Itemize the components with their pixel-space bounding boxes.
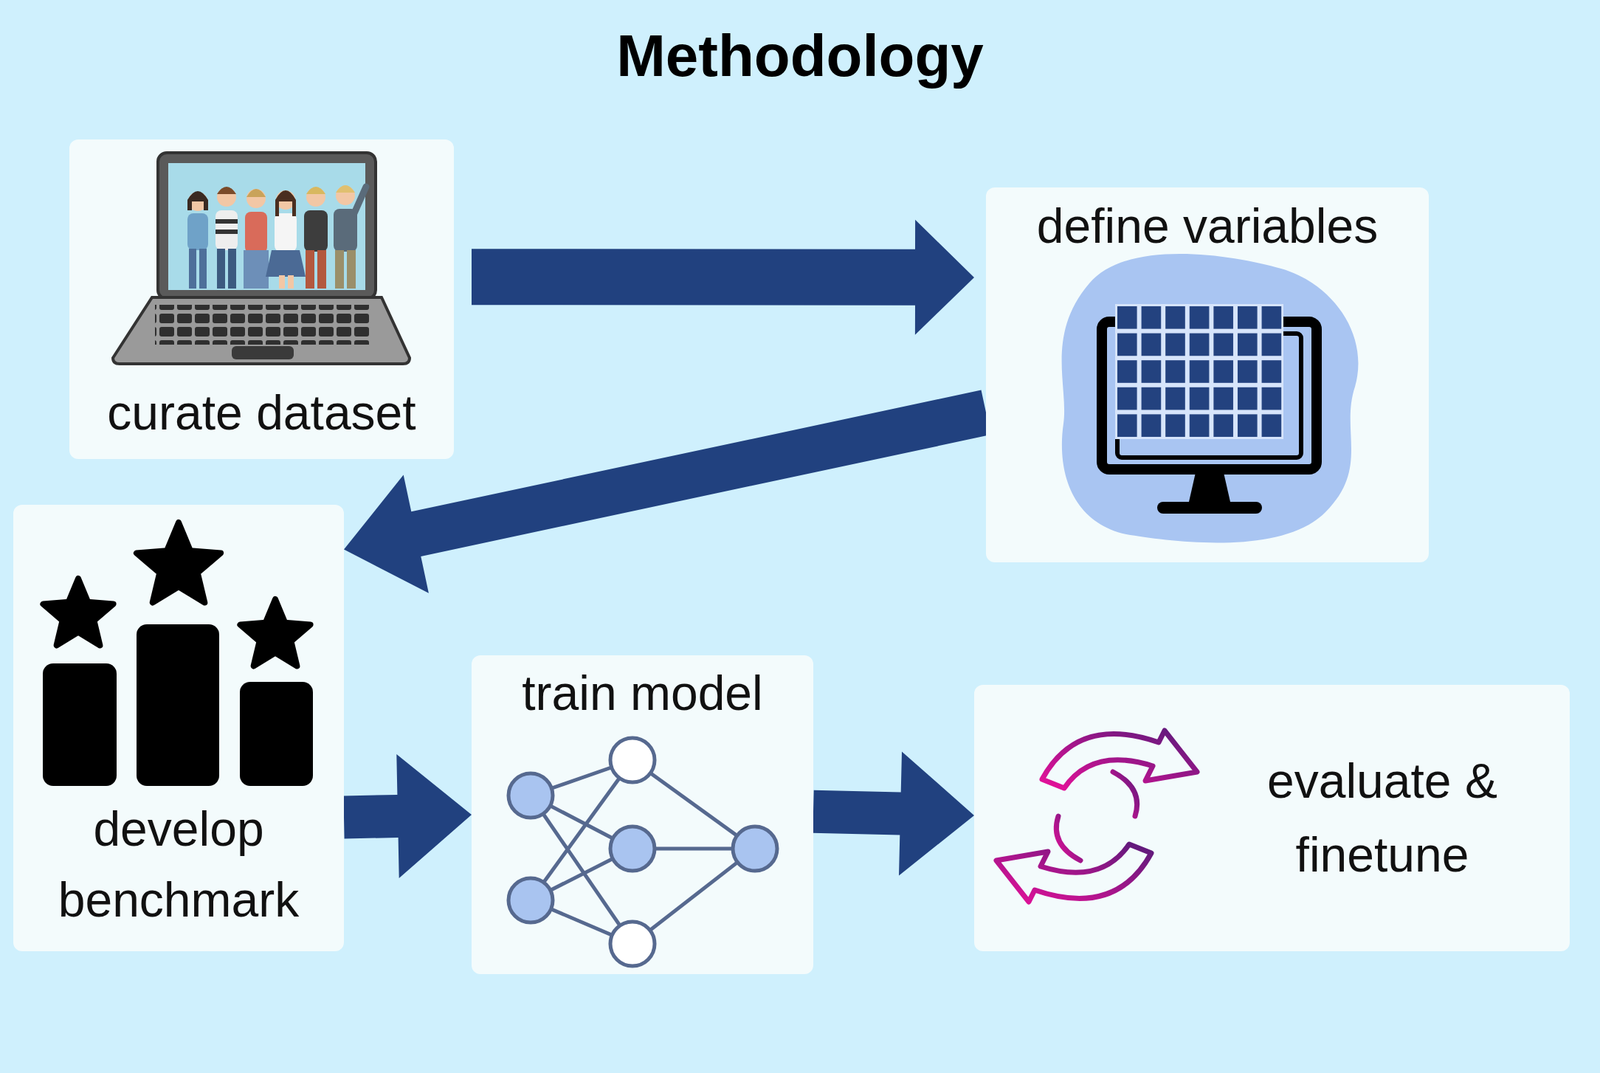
laptop-illustration-part xyxy=(112,297,410,364)
node-label: evaluate & finetune xyxy=(1219,743,1545,893)
podium-stars-illustration-part xyxy=(42,663,117,786)
podium-stars-illustration-part xyxy=(42,522,310,667)
node-label: curate dataset xyxy=(69,385,454,442)
laptop-illustration-part xyxy=(245,211,268,254)
laptop-illustration-part xyxy=(335,250,344,289)
neural-network-illustration-part xyxy=(610,826,655,871)
laptop-illustration-part xyxy=(346,250,356,289)
laptop-illustration-part xyxy=(305,250,315,289)
refresh-cycle-icon-part xyxy=(1056,816,1081,861)
spreadsheet-monitor-illustration-part xyxy=(1188,469,1231,502)
process-box: evaluate & finetune xyxy=(974,684,1570,952)
laptop-illustration-part xyxy=(246,188,266,209)
laptop-illustration-part xyxy=(317,250,327,289)
neural-network-illustration-part xyxy=(610,921,655,967)
laptop-illustration-part xyxy=(215,229,238,234)
laptop-illustration-part xyxy=(188,191,208,212)
spreadsheet-monitor-illustration-part xyxy=(1157,501,1262,514)
process-box: define variables xyxy=(985,187,1429,563)
laptop-illustration-part xyxy=(354,186,367,214)
podium-stars-illustration-part xyxy=(136,624,220,786)
laptop-illustration-part xyxy=(154,304,370,345)
neural-network-illustration-part xyxy=(508,878,553,923)
process-box: curate dataset xyxy=(69,139,454,460)
laptop-illustration-part xyxy=(199,248,207,289)
process-box: develop benchmark xyxy=(13,504,344,952)
laptop-illustration-part xyxy=(187,185,367,289)
laptop-illustration-part xyxy=(228,248,237,289)
neural-network-illustration-part xyxy=(732,826,778,871)
laptop-illustration-part xyxy=(187,213,209,251)
laptop-illustration-part xyxy=(216,186,237,195)
laptop-illustration-part xyxy=(335,185,355,206)
laptop-illustration-part xyxy=(187,191,209,211)
refresh-cycle-icon-part xyxy=(1112,771,1138,817)
laptop-illustration-part xyxy=(157,152,376,299)
refresh-cycle-icon xyxy=(974,684,1570,952)
flow-arrow xyxy=(471,219,975,336)
neural-network-illustration-part xyxy=(610,738,655,783)
neural-network-illustration-part xyxy=(508,738,778,967)
laptop-illustration-part xyxy=(265,250,306,277)
flow-arrow xyxy=(343,754,472,879)
node-label: develop benchmark xyxy=(23,794,334,936)
podium-stars-illustration-part xyxy=(42,578,113,646)
neural-network-illustration-part xyxy=(530,795,633,944)
diagram-title: Methodology xyxy=(0,20,1600,92)
spreadsheet-monitor-illustration-part xyxy=(1115,304,1284,440)
node-label: train model xyxy=(471,665,814,722)
laptop-illustration-part xyxy=(274,213,297,252)
refresh-cycle-icon-part xyxy=(996,730,1198,902)
neural-network-illustration-part xyxy=(508,773,553,818)
podium-stars-illustration-part xyxy=(239,681,313,786)
laptop-illustration-part xyxy=(188,248,197,289)
laptop-illustration-part xyxy=(231,346,294,360)
laptop-illustration-part xyxy=(306,187,326,207)
podium-stars-illustration-part xyxy=(136,522,221,603)
laptop-illustration-part xyxy=(168,163,366,291)
laptop-illustration-part xyxy=(215,219,238,224)
flow-arrow xyxy=(812,752,975,877)
laptop-illustration-part xyxy=(335,185,355,193)
refresh-cycle-icon-part xyxy=(1042,730,1198,789)
spreadsheet-monitor-illustration-part xyxy=(1115,304,1284,440)
laptop-illustration-part xyxy=(275,190,296,217)
laptop-illustration-part xyxy=(243,250,269,289)
neural-network-illustration-part xyxy=(530,760,755,944)
laptop-illustration-part xyxy=(278,275,285,289)
node-label: define variables xyxy=(985,198,1429,255)
laptop-illustration-part xyxy=(216,187,237,207)
spreadsheet-monitor-illustration-part xyxy=(1061,253,1359,543)
process-box: train model xyxy=(471,655,814,975)
laptop-illustration-part xyxy=(304,210,328,252)
laptop-illustration-part xyxy=(287,275,294,289)
laptop-illustration-part xyxy=(215,210,238,251)
refresh-cycle-icon-part xyxy=(996,844,1152,902)
laptop-illustration-part xyxy=(216,248,226,289)
podium-stars-illustration-part xyxy=(239,599,310,667)
laptop-illustration-part xyxy=(246,188,266,198)
laptop-illustration-part xyxy=(306,186,326,195)
